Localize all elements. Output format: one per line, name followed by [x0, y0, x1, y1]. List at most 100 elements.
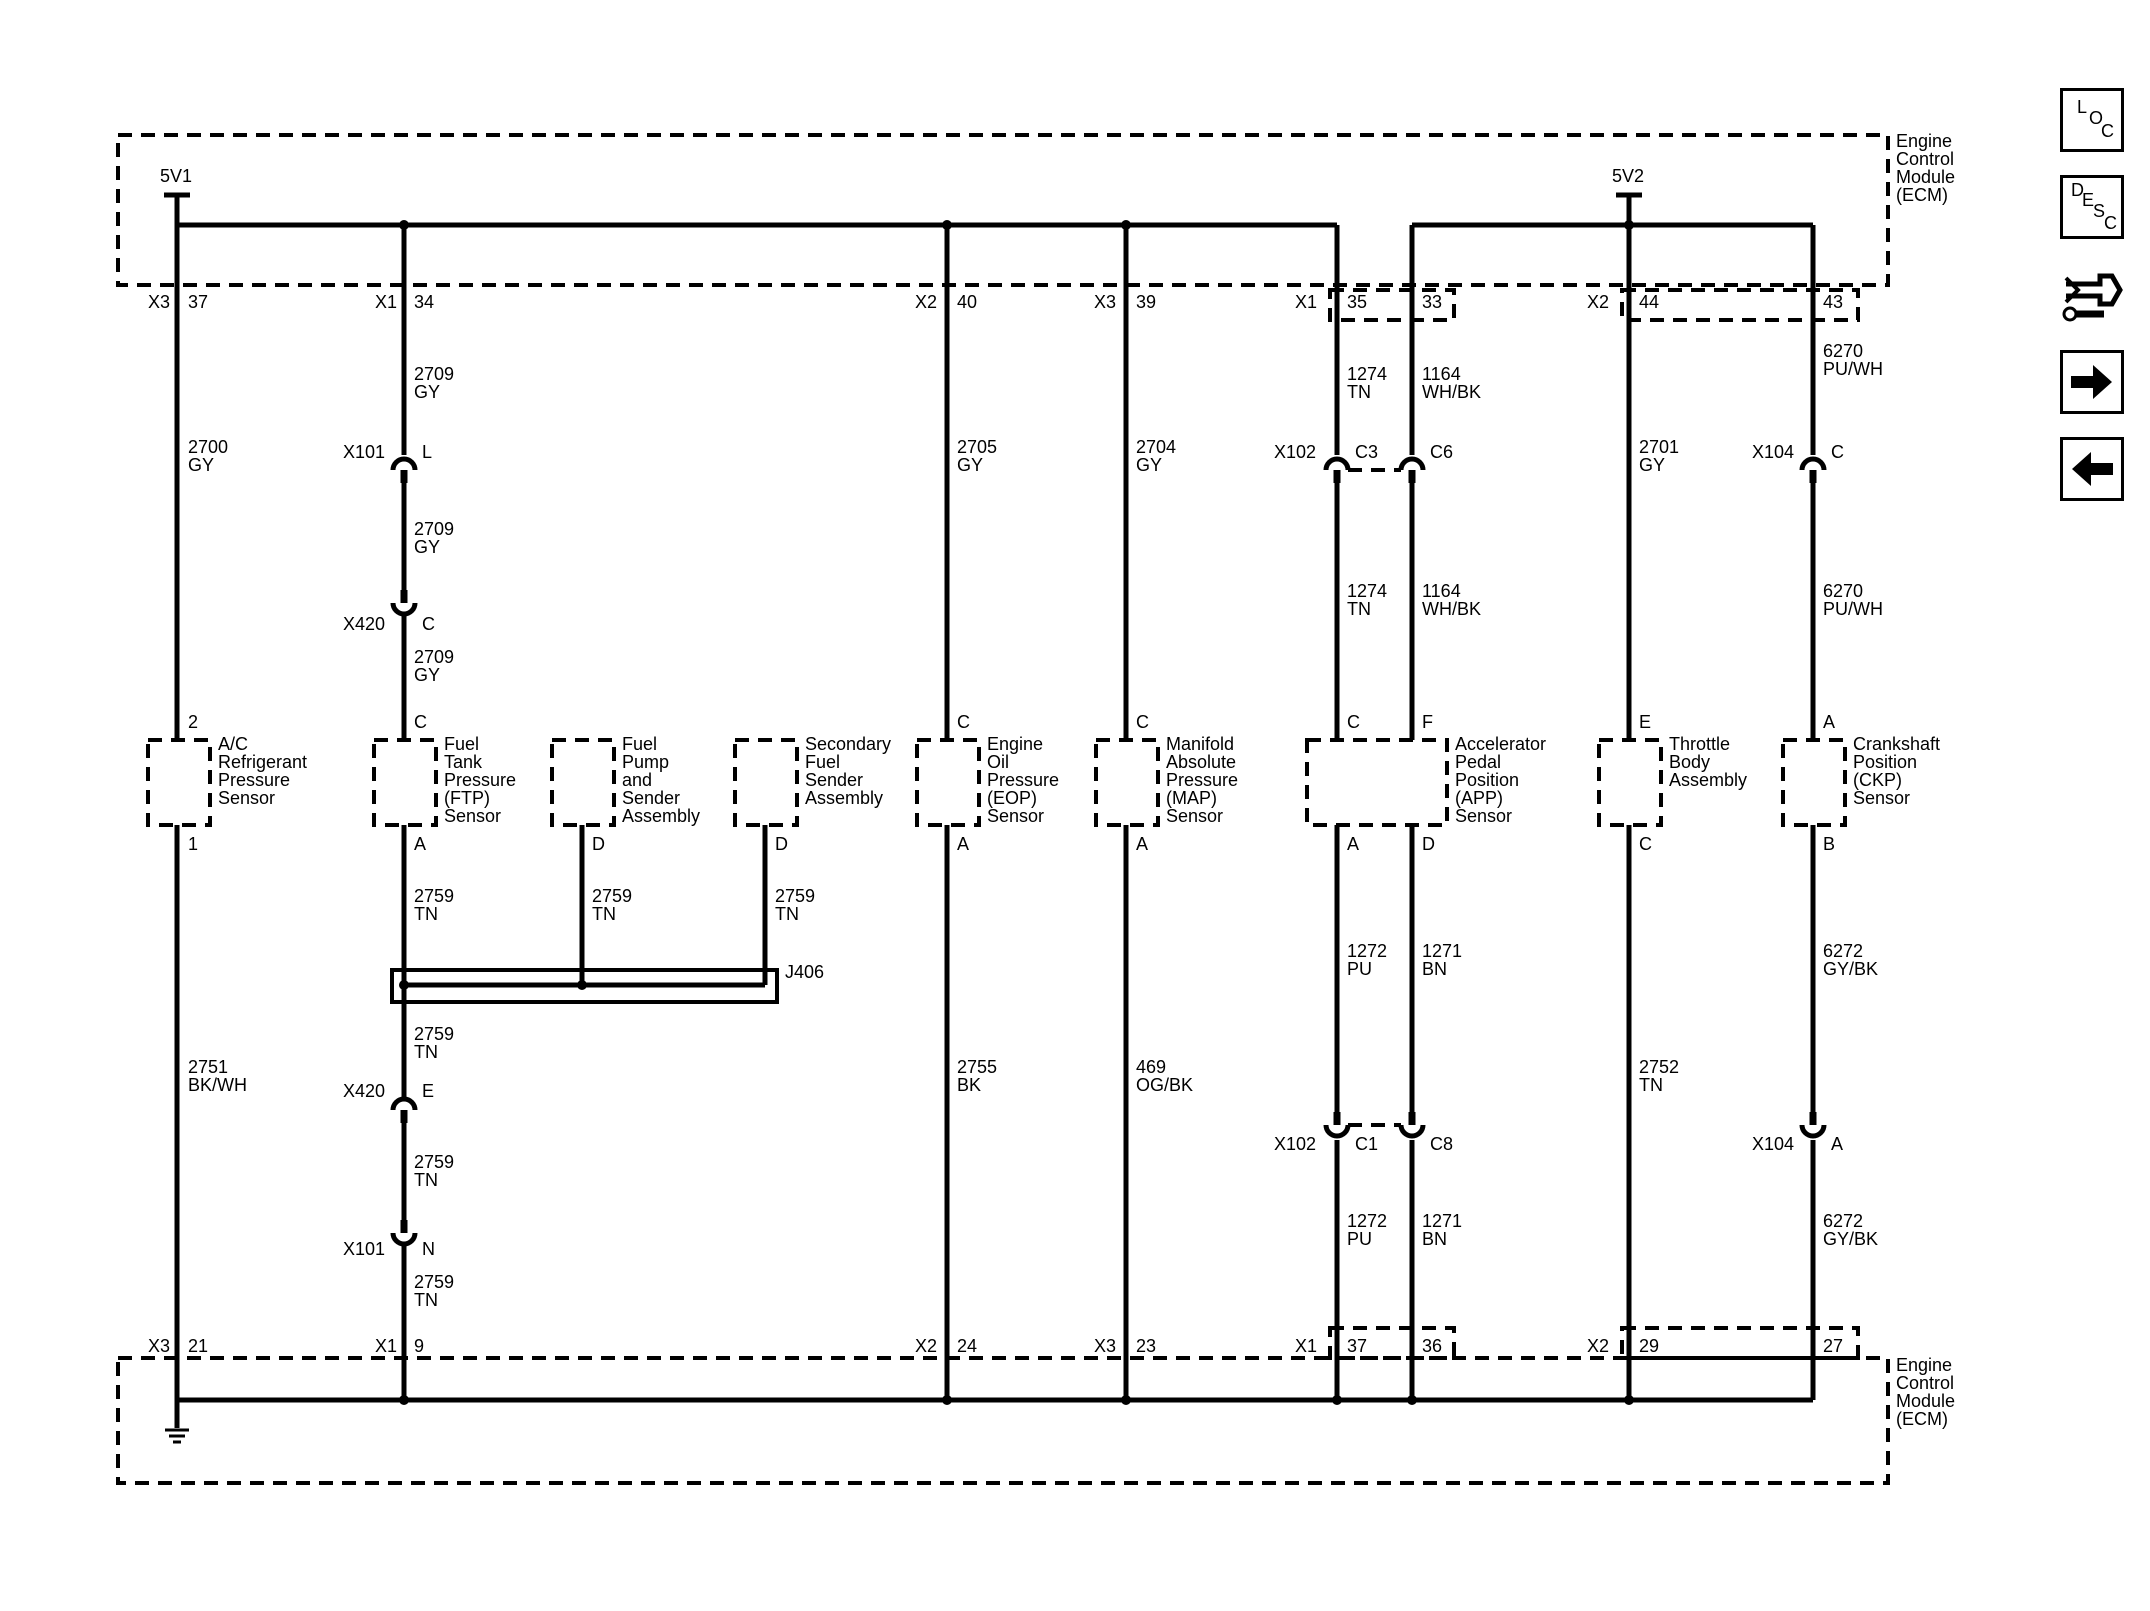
diagram-label: Position	[1853, 752, 1917, 772]
bottom-pin-label: 37	[1347, 1336, 1367, 1356]
ecm-top-label: Engine Control Module (ECM)	[1896, 131, 1955, 205]
diagram-label: Assembly	[805, 788, 883, 808]
top-connector-label: X2	[1587, 292, 1609, 312]
diagram-label: Absolute	[1166, 752, 1236, 772]
diagram-label: Fuel	[805, 752, 840, 772]
ac-refrigerant-pressure-sensor-label: A/C Refrigerant Pressure Sensor	[218, 734, 307, 808]
diagram-label: L	[2077, 97, 2087, 117]
top-pin-label: 34	[414, 292, 434, 312]
loc-button[interactable]: L O C	[2060, 88, 2124, 152]
top-pin-label: 37	[188, 292, 208, 312]
circuit-number: 2704	[1136, 437, 1176, 457]
inline-connector-label: X101	[343, 1239, 385, 1259]
ecm-top-label-line: Control	[1896, 149, 1954, 169]
component-pin: D	[592, 834, 605, 854]
top-connector-label: X2	[915, 292, 937, 312]
diagram-label: Throttle	[1669, 734, 1730, 754]
bottom-pin-label: 23	[1136, 1336, 1156, 1356]
circuit-number: 2700	[188, 437, 228, 457]
secondary-fuel-sender-box	[733, 738, 799, 827]
diagram-label: Pedal	[1455, 752, 1501, 772]
inline-connector-label: X102	[1274, 1134, 1316, 1154]
bottom-connector-label: X3	[148, 1336, 170, 1356]
ground-bus	[165, 1395, 1813, 1444]
ecm-bottom-label-line: Module	[1896, 1391, 1955, 1411]
bottom-pin-label: 27	[1823, 1336, 1843, 1356]
circuit-number: 2709	[414, 647, 454, 667]
component-pin: C	[1347, 712, 1360, 732]
splice-label: J406	[785, 962, 824, 982]
ecm-bottom-label: Engine Control Module (ECM)	[1896, 1355, 1955, 1429]
ac-refrigerant-pressure-sensor-box	[146, 738, 212, 827]
diagram-label: Fuel	[622, 734, 657, 754]
component-pin: B	[1823, 834, 1835, 854]
inline-connector-label: X104	[1752, 1134, 1794, 1154]
component-pin: 2	[188, 712, 198, 732]
diagram-label: (APP)	[1455, 788, 1503, 808]
component-pin: C	[1639, 834, 1652, 854]
diagram-label: Sensor	[218, 788, 275, 808]
circuit-color: WH/BK	[1422, 599, 1481, 619]
component-pin: D	[1422, 834, 1435, 854]
desc-button[interactable]: D E S C	[2060, 175, 2124, 239]
diagram-label: (MAP)	[1166, 788, 1217, 808]
inline-pin-label: C1	[1355, 1134, 1378, 1154]
ftp-sensor-label: Fuel Tank Pressure (FTP) Sensor	[444, 734, 516, 826]
diagram-label: Engine	[987, 734, 1043, 754]
top-pin-label: 43	[1823, 292, 1843, 312]
circuit-color: GY	[1639, 455, 1665, 475]
vertical-wires	[174, 225, 1816, 1400]
top-pin-label: 35	[1347, 292, 1367, 312]
component-pin: A	[1347, 834, 1359, 854]
diagram-label: (CKP)	[1853, 770, 1902, 790]
circuit-color: BN	[1422, 1229, 1447, 1249]
inline-pin-label: N	[422, 1239, 435, 1259]
circuit-color: PU	[1347, 959, 1372, 979]
component-pin: F	[1422, 712, 1433, 732]
app-sensor-label: Accelerator Pedal Position (APP) Sensor	[1455, 734, 1546, 826]
connector-view-button[interactable]	[2060, 262, 2124, 326]
circuit-number: 469	[1136, 1057, 1166, 1077]
diagram-label: Oil	[987, 752, 1009, 772]
diagram-label: C	[2104, 213, 2117, 233]
circuit-number: 2709	[414, 519, 454, 539]
diagram-label: Refrigerant	[218, 752, 307, 772]
circuit-color: GY	[1136, 455, 1162, 475]
circuit-number: 2759	[592, 886, 632, 906]
secondary-fuel-sender-label: Secondary Fuel Sender Assembly	[805, 734, 891, 808]
circuit-color: TN	[414, 1170, 438, 1190]
diagram-label: A/C	[218, 734, 248, 754]
x2-bottom-connector-group	[1620, 1326, 1860, 1360]
inline-connector-label: X104	[1752, 442, 1794, 462]
connector-x102-c3-c6: X102 C3 C6	[1274, 442, 1453, 483]
inline-pin-label: L	[422, 442, 432, 462]
circuit-number: 6270	[1823, 341, 1863, 361]
x1-top-connector-group	[1328, 288, 1456, 322]
circuit-number: 6270	[1823, 581, 1863, 601]
ref-5v1: 5V1	[160, 166, 1337, 228]
ref-5v2-label: 5V2	[1612, 166, 1644, 186]
connector-x420-e: X420 E	[343, 1081, 434, 1123]
inline-pin-label: C	[1831, 442, 1844, 462]
circuit-number: 1272	[1347, 1211, 1387, 1231]
map-sensor-box	[1094, 738, 1160, 827]
fuel-pump-sender-box	[550, 738, 616, 827]
ecm-bottom-label-line: Control	[1896, 1373, 1954, 1393]
circuit-color: GY/BK	[1823, 959, 1878, 979]
component-pin: D	[775, 834, 788, 854]
next-page-button[interactable]	[2060, 350, 2124, 414]
desc-icon: D E S C	[2071, 180, 2117, 233]
inline-pin-label: E	[422, 1081, 434, 1101]
ecm-top-label-line: (ECM)	[1896, 185, 1948, 205]
previous-page-button[interactable]	[2060, 437, 2124, 501]
diagram-label: Assembly	[622, 806, 700, 826]
diagram-label: Position	[1455, 770, 1519, 790]
bottom-pin-label: 21	[188, 1336, 208, 1356]
circuit-color: TN	[1639, 1075, 1663, 1095]
top-pin-label: 33	[1422, 292, 1442, 312]
inline-connector-label: X101	[343, 442, 385, 462]
connector-x102-c1-c8: X102 C1 C8	[1274, 1112, 1453, 1154]
diagram-label: (FTP)	[444, 788, 490, 808]
circuit-labels-upper: 2700 GY 2709 GY 2709 GY 2709 GY 2705 GY …	[188, 341, 1883, 685]
